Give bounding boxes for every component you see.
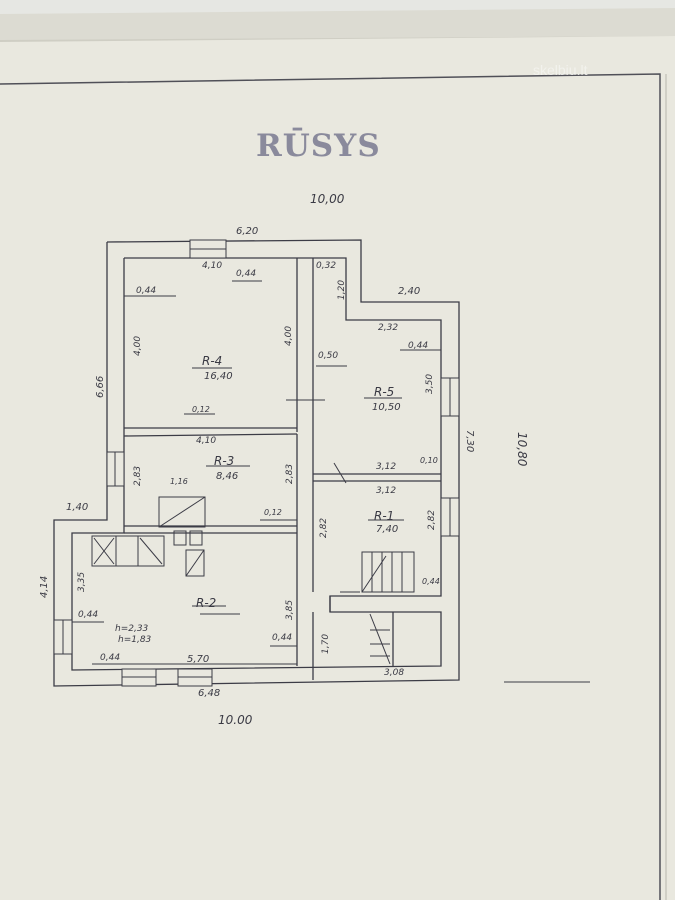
dim-stair-170: 1,70 bbox=[321, 633, 331, 654]
r2-385: 3,85 bbox=[285, 599, 295, 620]
dim-offset-120: 1,20 bbox=[337, 279, 347, 300]
stair-diag-upper bbox=[361, 555, 387, 593]
r5-044: 0,44 bbox=[408, 341, 429, 351]
dim-offset-140: 1,40 bbox=[66, 502, 89, 513]
dim-right-overall: 10,80 bbox=[515, 432, 529, 467]
dim-bottom-570: 5,70 bbox=[187, 654, 210, 665]
fixture-tall-diag bbox=[185, 549, 205, 577]
r5-232: 2,32 bbox=[378, 323, 399, 333]
dim-left-outer: 6,66 bbox=[95, 375, 106, 398]
r1-282b: 2,82 bbox=[427, 509, 437, 530]
stairs bbox=[361, 551, 415, 665]
page-title: RŪSYS bbox=[256, 128, 381, 164]
stove-hatch-b bbox=[93, 537, 115, 565]
r1-282: 2,82 bbox=[319, 517, 329, 538]
r4-044-a: 0,44 bbox=[136, 286, 157, 296]
stove-block bbox=[91, 535, 165, 567]
r5-010: 0,10 bbox=[420, 456, 438, 465]
dimension-ticks bbox=[72, 280, 590, 683]
room-r4-area: 16,40 bbox=[204, 371, 233, 382]
room-r4-id: R-4 bbox=[202, 354, 223, 368]
r5-032: 0,32 bbox=[316, 261, 337, 271]
r2-335: 3,35 bbox=[77, 571, 87, 592]
r3-012: 0,12 bbox=[264, 508, 282, 517]
r5-050: 0,50 bbox=[318, 351, 339, 361]
room-r2-id: R-2 bbox=[196, 596, 217, 610]
room-r5-id: R-5 bbox=[374, 385, 395, 399]
room-r1-id: R-1 bbox=[374, 509, 395, 523]
r2-044-r: 0,44 bbox=[272, 633, 293, 643]
r2-044-b: 0,44 bbox=[100, 653, 121, 663]
r4-044-b: 0,44 bbox=[236, 269, 257, 279]
r1-044: 0,44 bbox=[422, 577, 440, 586]
stove-hatch-c bbox=[139, 537, 163, 565]
oven-diagonal bbox=[158, 496, 206, 528]
r3-116: 1,16 bbox=[170, 477, 188, 486]
r2-height-2: h=1,83 bbox=[118, 635, 152, 645]
dim-right-inner: 7,30 bbox=[464, 430, 475, 453]
dim-bottom-648: 6,48 bbox=[198, 688, 221, 699]
r5-350: 3,50 bbox=[425, 373, 435, 394]
windows bbox=[53, 239, 460, 687]
top-paper-edge bbox=[0, 8, 675, 40]
r4-012: 0,12 bbox=[192, 405, 210, 414]
dim-offset-240: 2,40 bbox=[398, 286, 421, 297]
kitchen-fixtures bbox=[91, 496, 206, 577]
dim-stair-308: 3,08 bbox=[384, 668, 405, 678]
fixture-small-b bbox=[189, 530, 203, 546]
r5-312: 3,12 bbox=[376, 462, 397, 472]
frame-line bbox=[0, 73, 661, 900]
r1-312: 3,12 bbox=[376, 486, 397, 496]
walls bbox=[53, 239, 460, 687]
room-r1-area: 7,40 bbox=[376, 524, 399, 535]
fixture-small-a bbox=[173, 530, 187, 546]
room-r3-area: 8,46 bbox=[216, 471, 239, 482]
dim-bottom-overall: 10.00 bbox=[218, 713, 253, 727]
dim-top-620: 6,20 bbox=[236, 226, 259, 237]
r3-h-left: 2,83 bbox=[133, 465, 143, 486]
room-r5-area: 10,50 bbox=[372, 402, 401, 413]
r3-width: 4,10 bbox=[196, 436, 217, 446]
oven-block bbox=[158, 496, 206, 528]
r4-width: 4,10 bbox=[202, 261, 223, 271]
outer-wall-outer-line bbox=[53, 239, 460, 687]
dim-left-lower: 4,14 bbox=[39, 575, 50, 598]
tick-r1-a bbox=[333, 462, 347, 484]
wall-r4-r3-b bbox=[123, 433, 298, 437]
r3-h-right: 2,83 bbox=[285, 463, 295, 484]
dim-top-overall: 10,00 bbox=[310, 192, 345, 206]
r4-height: 4,00 bbox=[133, 335, 143, 356]
watermark: skelbiu.lt bbox=[533, 62, 588, 78]
stairs-upper bbox=[361, 551, 415, 593]
r4-height-right: 4,00 bbox=[284, 325, 294, 346]
fixture-tall bbox=[185, 549, 205, 577]
room-r3-id: R-3 bbox=[214, 454, 235, 468]
r2-height-1: h=2,33 bbox=[115, 624, 149, 634]
r2-044-l: 0,44 bbox=[78, 610, 99, 620]
